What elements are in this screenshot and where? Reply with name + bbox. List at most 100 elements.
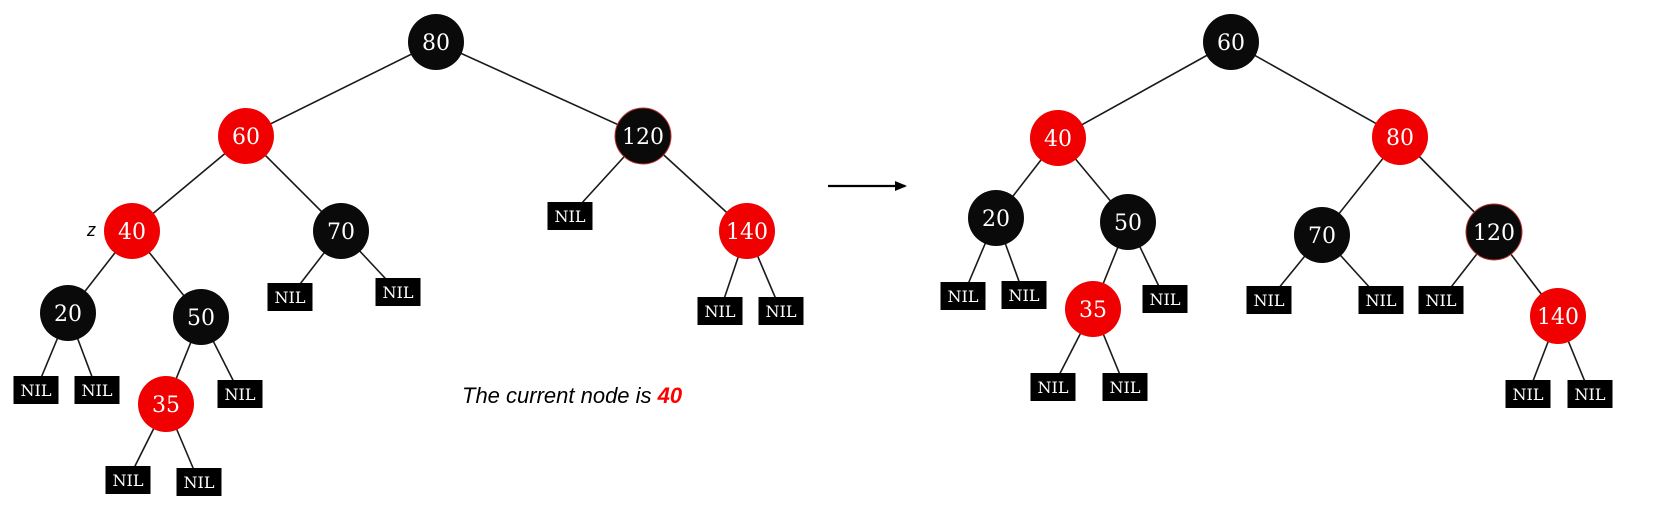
nil-leaf: NIL <box>940 282 986 310</box>
tree-node-circle <box>1294 207 1350 263</box>
tree-node-circle <box>138 376 194 432</box>
nil-leaf: NIL <box>697 297 743 325</box>
nil-leaf: NIL <box>13 376 59 404</box>
caption-current-node-value: 40 <box>657 383 683 408</box>
nil-leaf-label: NIL <box>113 471 144 490</box>
nil-leaf-label: NIL <box>1009 286 1040 305</box>
current-node-marker: z <box>86 220 96 240</box>
nil-leaf: NIL <box>1030 373 1076 401</box>
nodes-layer: NIL NIL NIL NIL NIL NIL NIL NIL NIL NIL 80 60 120 40 7… <box>13 14 1613 496</box>
nil-leaf-box <box>13 376 59 404</box>
nil-leaf-label: NIL <box>1038 378 1069 397</box>
tree-node-140: 140 <box>1530 288 1586 344</box>
tree-node-label: 80 <box>1386 126 1414 151</box>
nil-leaf-label: NIL <box>555 207 586 226</box>
nil-leaf: NIL <box>1102 373 1148 401</box>
nil-leaf: NIL <box>1358 286 1404 314</box>
tree-node-40: 40 <box>104 203 160 259</box>
tree-node-label: 20 <box>982 207 1010 232</box>
tree-node-circle <box>40 285 96 341</box>
tree-edge <box>1057 41 1232 139</box>
nil-leaf-box <box>1142 285 1188 313</box>
nil-leaf-box <box>1030 373 1076 401</box>
nil-leaf-label: NIL <box>82 381 113 400</box>
tree-node-label: 35 <box>152 393 180 418</box>
tree-edge <box>245 41 437 137</box>
tree-node-40: 40 <box>1030 110 1086 166</box>
tree-node-20: 20 <box>40 285 96 341</box>
nil-leaf: NIL <box>1142 285 1188 313</box>
nil-leaf: NIL <box>547 202 593 230</box>
tree-node-label: 40 <box>1044 127 1072 152</box>
tree-node-label: 40 <box>118 220 146 245</box>
tree-node-circle <box>614 107 672 165</box>
nil-leaf-label: NIL <box>1426 291 1457 310</box>
nil-leaf: NIL <box>1001 281 1047 309</box>
nil-leaf-box <box>74 376 120 404</box>
nil-leaf-box <box>267 283 313 311</box>
tree-node-20: 20 <box>968 190 1024 246</box>
tree-node-50: 50 <box>1100 194 1156 250</box>
tree-node-circle <box>408 14 464 70</box>
nil-leaf-label: NIL <box>1254 291 1285 310</box>
nil-leaf-box <box>1358 286 1404 314</box>
tree-node-circle <box>1030 110 1086 166</box>
tree-node-label: 80 <box>422 31 450 56</box>
nil-leaf-label: NIL <box>1513 385 1544 404</box>
tree-node-circle <box>173 289 229 345</box>
nil-leaf-box <box>1567 380 1613 408</box>
tree-node-label: 20 <box>54 302 82 327</box>
tree-node-label: 50 <box>187 306 215 331</box>
tree-node-label: 120 <box>622 125 664 150</box>
tree-node-80: 80 <box>1372 109 1428 165</box>
nil-leaf: NIL <box>267 283 313 311</box>
nil-leaf: NIL <box>1246 286 1292 314</box>
tree-node-circle <box>968 190 1024 246</box>
tree-node-label: 140 <box>1537 305 1579 330</box>
nil-leaf: NIL <box>105 466 151 494</box>
nil-leaf-box <box>375 278 421 306</box>
tree-node-circle <box>719 203 775 259</box>
tree-node-label: 50 <box>1114 211 1142 236</box>
tree-node-label: 60 <box>1217 31 1245 56</box>
nil-leaf-box <box>547 202 593 230</box>
nil-leaf-label: NIL <box>225 385 256 404</box>
tree-edge <box>435 41 644 137</box>
nil-leaf-box <box>1418 286 1464 314</box>
nil-leaf-box <box>1102 373 1148 401</box>
tree-node-circle <box>1372 109 1428 165</box>
nil-leaf: NIL <box>74 376 120 404</box>
tree-node-label: 140 <box>726 220 768 245</box>
tree-node-circle <box>104 203 160 259</box>
tree-node-70: 70 <box>313 203 369 259</box>
tree-node-50: 50 <box>173 289 229 345</box>
nil-leaf-box <box>1001 281 1047 309</box>
nil-leaf-label: NIL <box>383 283 414 302</box>
nil-leaf-label: NIL <box>275 288 306 307</box>
tree-node-label: 60 <box>232 125 260 150</box>
tree-node-120: 120 <box>1465 203 1523 261</box>
nil-leaf-label: NIL <box>1575 385 1606 404</box>
nil-leaf-box <box>940 282 986 310</box>
nil-leaf: NIL <box>758 297 804 325</box>
nil-leaf-box <box>758 297 804 325</box>
nil-leaf-label: NIL <box>766 302 797 321</box>
nil-leaf-box <box>176 468 222 496</box>
caption: The current node is 40 <box>462 383 683 408</box>
tree-node-label: 70 <box>1308 224 1336 249</box>
tree-node-label: 35 <box>1079 298 1107 323</box>
nil-leaf: NIL <box>1567 380 1613 408</box>
tree-node-circle <box>313 203 369 259</box>
tree-node-circle <box>1100 194 1156 250</box>
tree-node-70: 70 <box>1294 207 1350 263</box>
tree-edge <box>1230 41 1401 138</box>
caption-prefix: The current node is <box>462 383 658 408</box>
nil-leaf-label: NIL <box>21 381 52 400</box>
tree-node-120: 120 <box>614 107 672 165</box>
nil-leaf-label: NIL <box>705 302 736 321</box>
edges-layer <box>35 41 1591 483</box>
tree-node-circle <box>218 108 274 164</box>
nil-leaf: NIL <box>176 468 222 496</box>
nil-leaf-label: NIL <box>1110 378 1141 397</box>
